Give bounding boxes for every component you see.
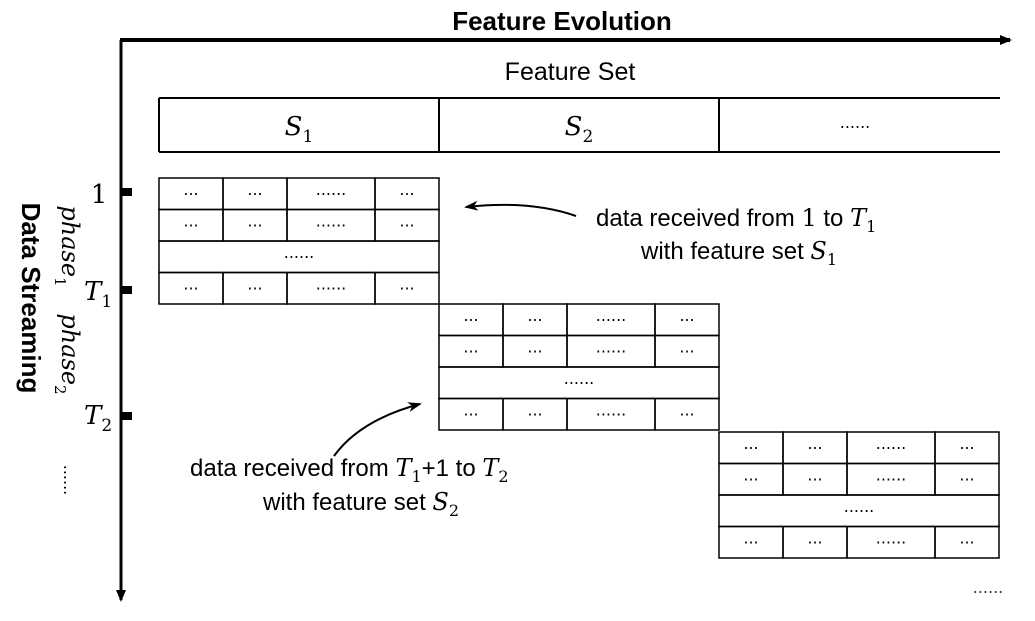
block-cell <box>654 397 720 431</box>
feature-set-s1: S1 <box>285 112 314 147</box>
block-cell-text: ... <box>399 180 414 199</box>
block-cell-text: ... <box>183 274 198 293</box>
annotation-2-arrow <box>333 402 422 457</box>
block-cell-text: ... <box>743 465 758 484</box>
block-cell-text: ...... <box>876 528 907 547</box>
block-cell-text: ... <box>679 400 694 419</box>
block-cell-text: ...... <box>564 369 595 388</box>
block-cell-text: ... <box>807 434 822 453</box>
block-cell-text: ...... <box>596 306 627 325</box>
feature-set-more: ...... <box>840 113 871 132</box>
block-cell-text: ... <box>527 337 542 356</box>
block-cell-text: ...... <box>316 211 347 230</box>
tick-label-t2: T2 <box>84 401 112 436</box>
block-cell <box>934 525 1000 559</box>
block-cell-text: ... <box>527 306 542 325</box>
block-cell-text: ...... <box>876 465 907 484</box>
block-cell-text: ... <box>959 465 974 484</box>
block-cell-text: ... <box>247 274 262 293</box>
block-cell-text: ... <box>743 528 758 547</box>
block-cell-text: ...... <box>596 337 627 356</box>
feature-set-title: Feature Set <box>505 58 636 86</box>
annotation-2-line1: data received from T1+1 to T2 <box>190 454 509 486</box>
block-cell-text: ...... <box>844 497 875 516</box>
feature-set-row: S1 S2 ...... <box>158 97 1000 153</box>
data-block-1: ........................................… <box>158 177 440 305</box>
tick-t1 <box>122 286 132 294</box>
feature-set-s2: S2 <box>565 112 594 147</box>
block-cell-text: ... <box>959 528 974 547</box>
block-cell-text: ... <box>183 211 198 230</box>
tick-t2 <box>122 412 132 420</box>
block-cell-text: ...... <box>876 434 907 453</box>
annotation-1-line2: with feature set S1 <box>640 237 837 269</box>
data-block-2: ........................................… <box>438 303 720 431</box>
time-more: ...... <box>60 465 79 496</box>
annotation-1-line1: data received from 1 to T1 <box>596 204 876 236</box>
block-cell-text: ...... <box>284 243 315 262</box>
data-blocks: ........................................… <box>158 177 1000 559</box>
block-cell-text: ... <box>807 528 822 547</box>
tick-1 <box>122 188 132 196</box>
block-cell-text: ... <box>679 306 694 325</box>
block-cell-text: ... <box>399 211 414 230</box>
block-cell-text: ...... <box>316 180 347 199</box>
phase-2-label: phase2 <box>51 313 84 394</box>
y-axis-title: Data Streaming <box>16 203 46 394</box>
block-cell-text: ... <box>247 211 262 230</box>
block-cell-text: ... <box>463 400 478 419</box>
block-cell-text: ... <box>807 465 822 484</box>
block-cell-text: ... <box>183 180 198 199</box>
block-cell-text: ... <box>399 274 414 293</box>
block-cell-text: ... <box>247 180 262 199</box>
block-cell <box>374 271 440 305</box>
block-cell-text: ... <box>527 400 542 419</box>
block-cell-text: ... <box>679 337 694 356</box>
bottom-more: ...... <box>973 578 1004 597</box>
phase-1-label: phase1 <box>51 205 84 286</box>
annotation-2-line2: with feature set S2 <box>262 488 459 520</box>
tick-label-t1: T1 <box>84 277 112 312</box>
block-cell-text: ...... <box>596 400 627 419</box>
block-cell-text: ... <box>463 306 478 325</box>
block-cell-text: ... <box>463 337 478 356</box>
block-cell-text: ... <box>959 434 974 453</box>
annotation-1-arrow <box>464 200 577 217</box>
x-axis-title: Feature Evolution <box>452 6 672 36</box>
data-block-3: ........................................… <box>718 431 1000 559</box>
tick-label-1: 1 <box>91 180 108 210</box>
block-cell-text: ...... <box>316 274 347 293</box>
block-cell-text: ... <box>743 434 758 453</box>
